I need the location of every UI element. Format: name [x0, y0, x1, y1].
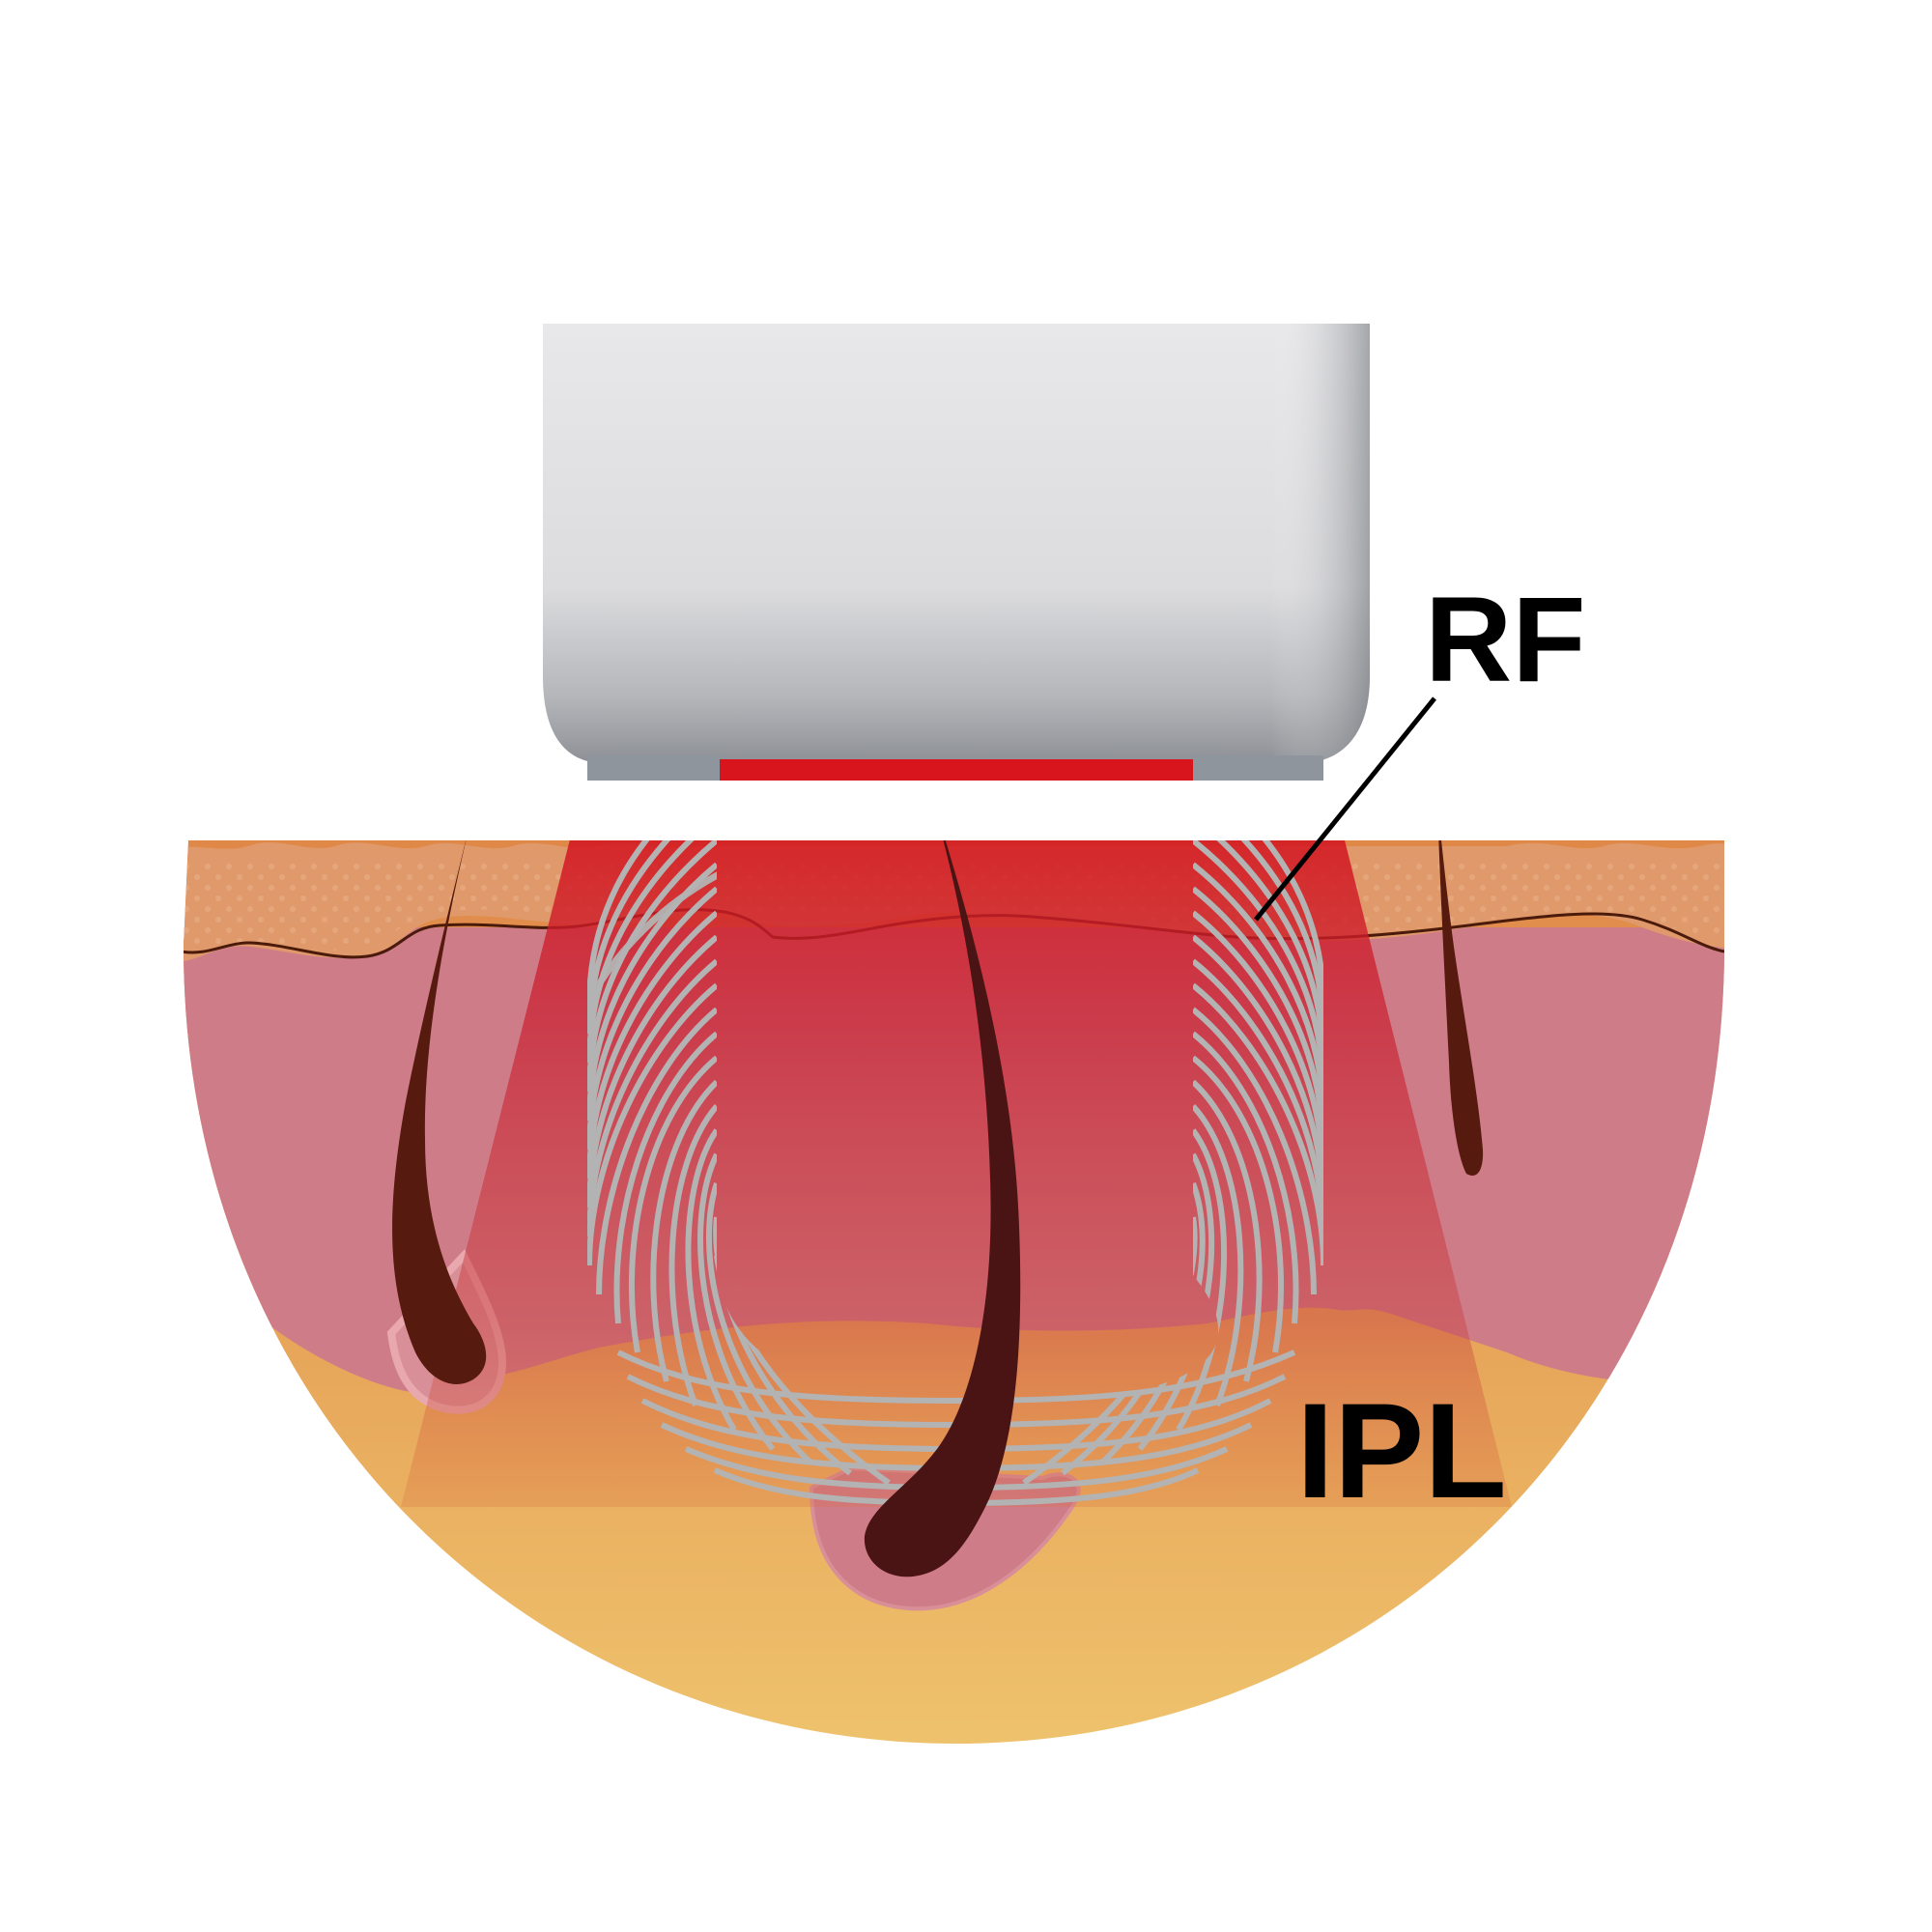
rf-label: RF [1425, 573, 1586, 707]
skin-cross-section [184, 840, 1724, 1744]
right-hair [1437, 840, 1484, 1176]
rf-arcs-left [587, 840, 891, 1486]
applicator-side-shade [543, 324, 1370, 763]
center-hair [864, 840, 1021, 1577]
rf-arcs-right [1022, 840, 1323, 1486]
right-electrode [1193, 755, 1323, 781]
left-electrode [587, 755, 720, 781]
light-window [720, 759, 1193, 781]
applicator-device [543, 324, 1370, 781]
ipl-label: IPL [1296, 1375, 1507, 1526]
rf-leader-line [1254, 696, 1436, 922]
left-hair [392, 840, 487, 1384]
